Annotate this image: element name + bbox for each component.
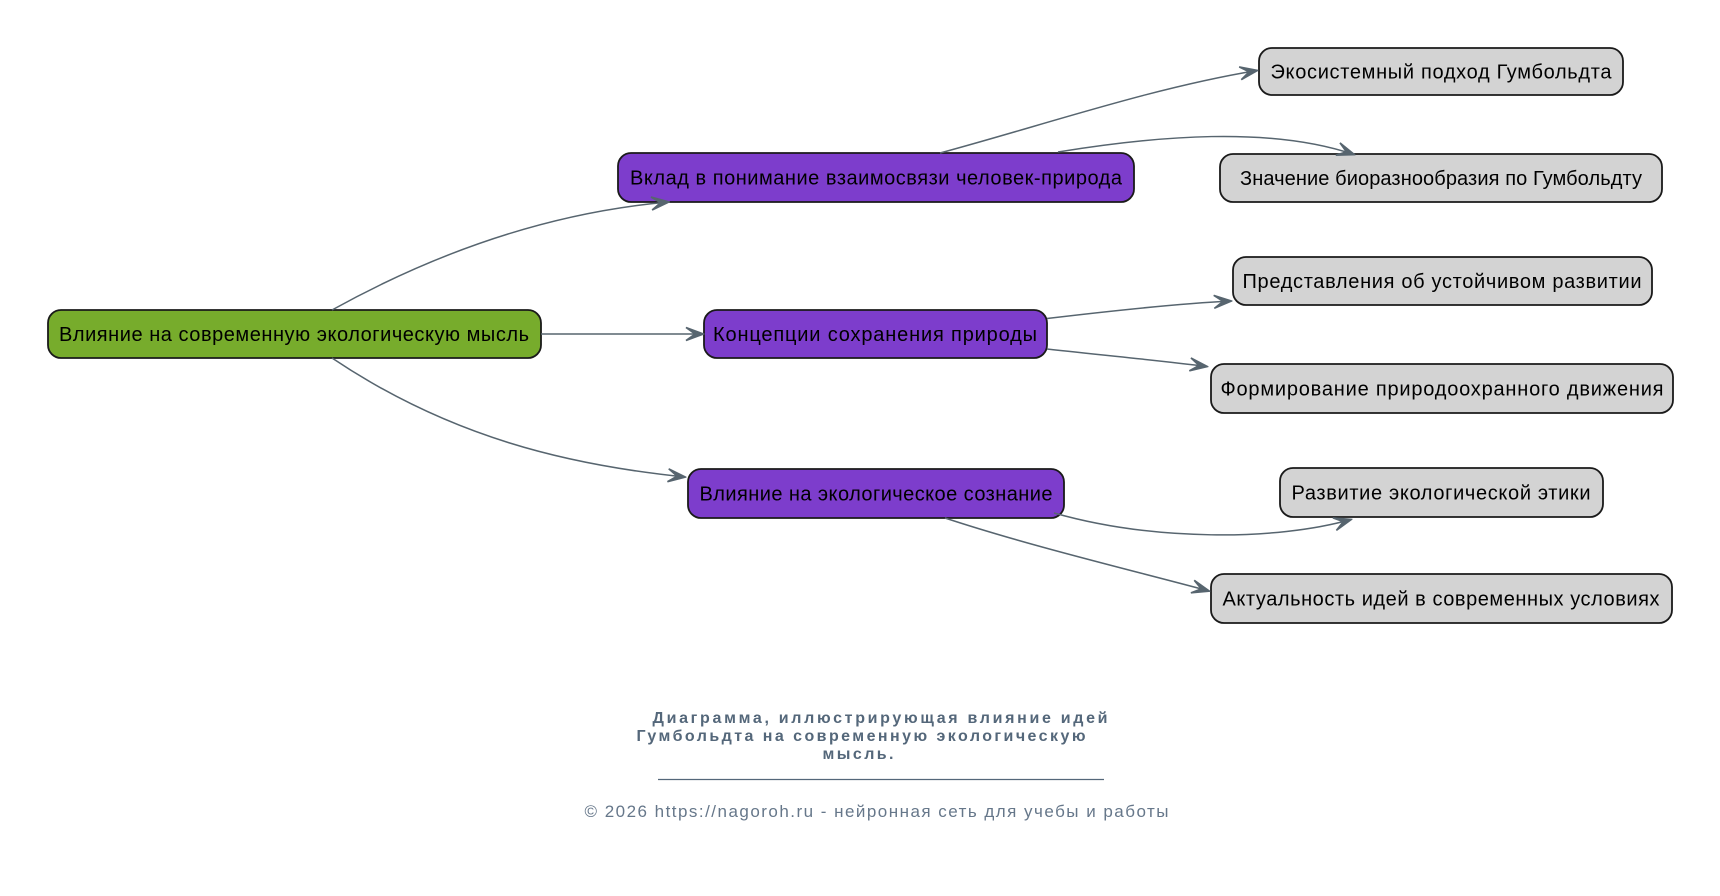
svg-text:Значение биоразнообразия по Гу: Значение биоразнообразия по Гумбольдту (1240, 168, 1642, 190)
svg-text:мысль.: мысль. (823, 746, 894, 763)
svg-text:Влияние на современную экологи: Влияние на современную экологическую мыс… (59, 324, 529, 346)
svg-text:Развитие экологической этики: Развитие экологической этики (1292, 483, 1591, 505)
svg-text:Гумбольдта на современную экол: Гумбольдта на современную экологическую (637, 728, 1086, 745)
svg-text:Актуальность идей в современны: Актуальность идей в современных условиях (1223, 589, 1660, 611)
svg-text:Представления об устойчивом ра: Представления об устойчивом развитии (1243, 271, 1642, 293)
svg-text:Концепции сохранения природы: Концепции сохранения природы (713, 324, 1037, 346)
svg-text:Вклад в понимание взаимосвязи: Вклад в понимание взаимосвязи человек-пр… (630, 168, 1123, 190)
svg-text:Влияние на экологическое созна: Влияние на экологическое сознание (700, 484, 1053, 506)
svg-text:Формирование природоохранного: Формирование природоохранного движения (1221, 379, 1664, 401)
svg-text:Экосистемный подход Гумбольдта: Экосистемный подход Гумбольдта (1271, 62, 1613, 84)
svg-text:Диаграмма, иллюстрирующая влия: Диаграмма, иллюстрирующая влияние идей (653, 710, 1108, 727)
